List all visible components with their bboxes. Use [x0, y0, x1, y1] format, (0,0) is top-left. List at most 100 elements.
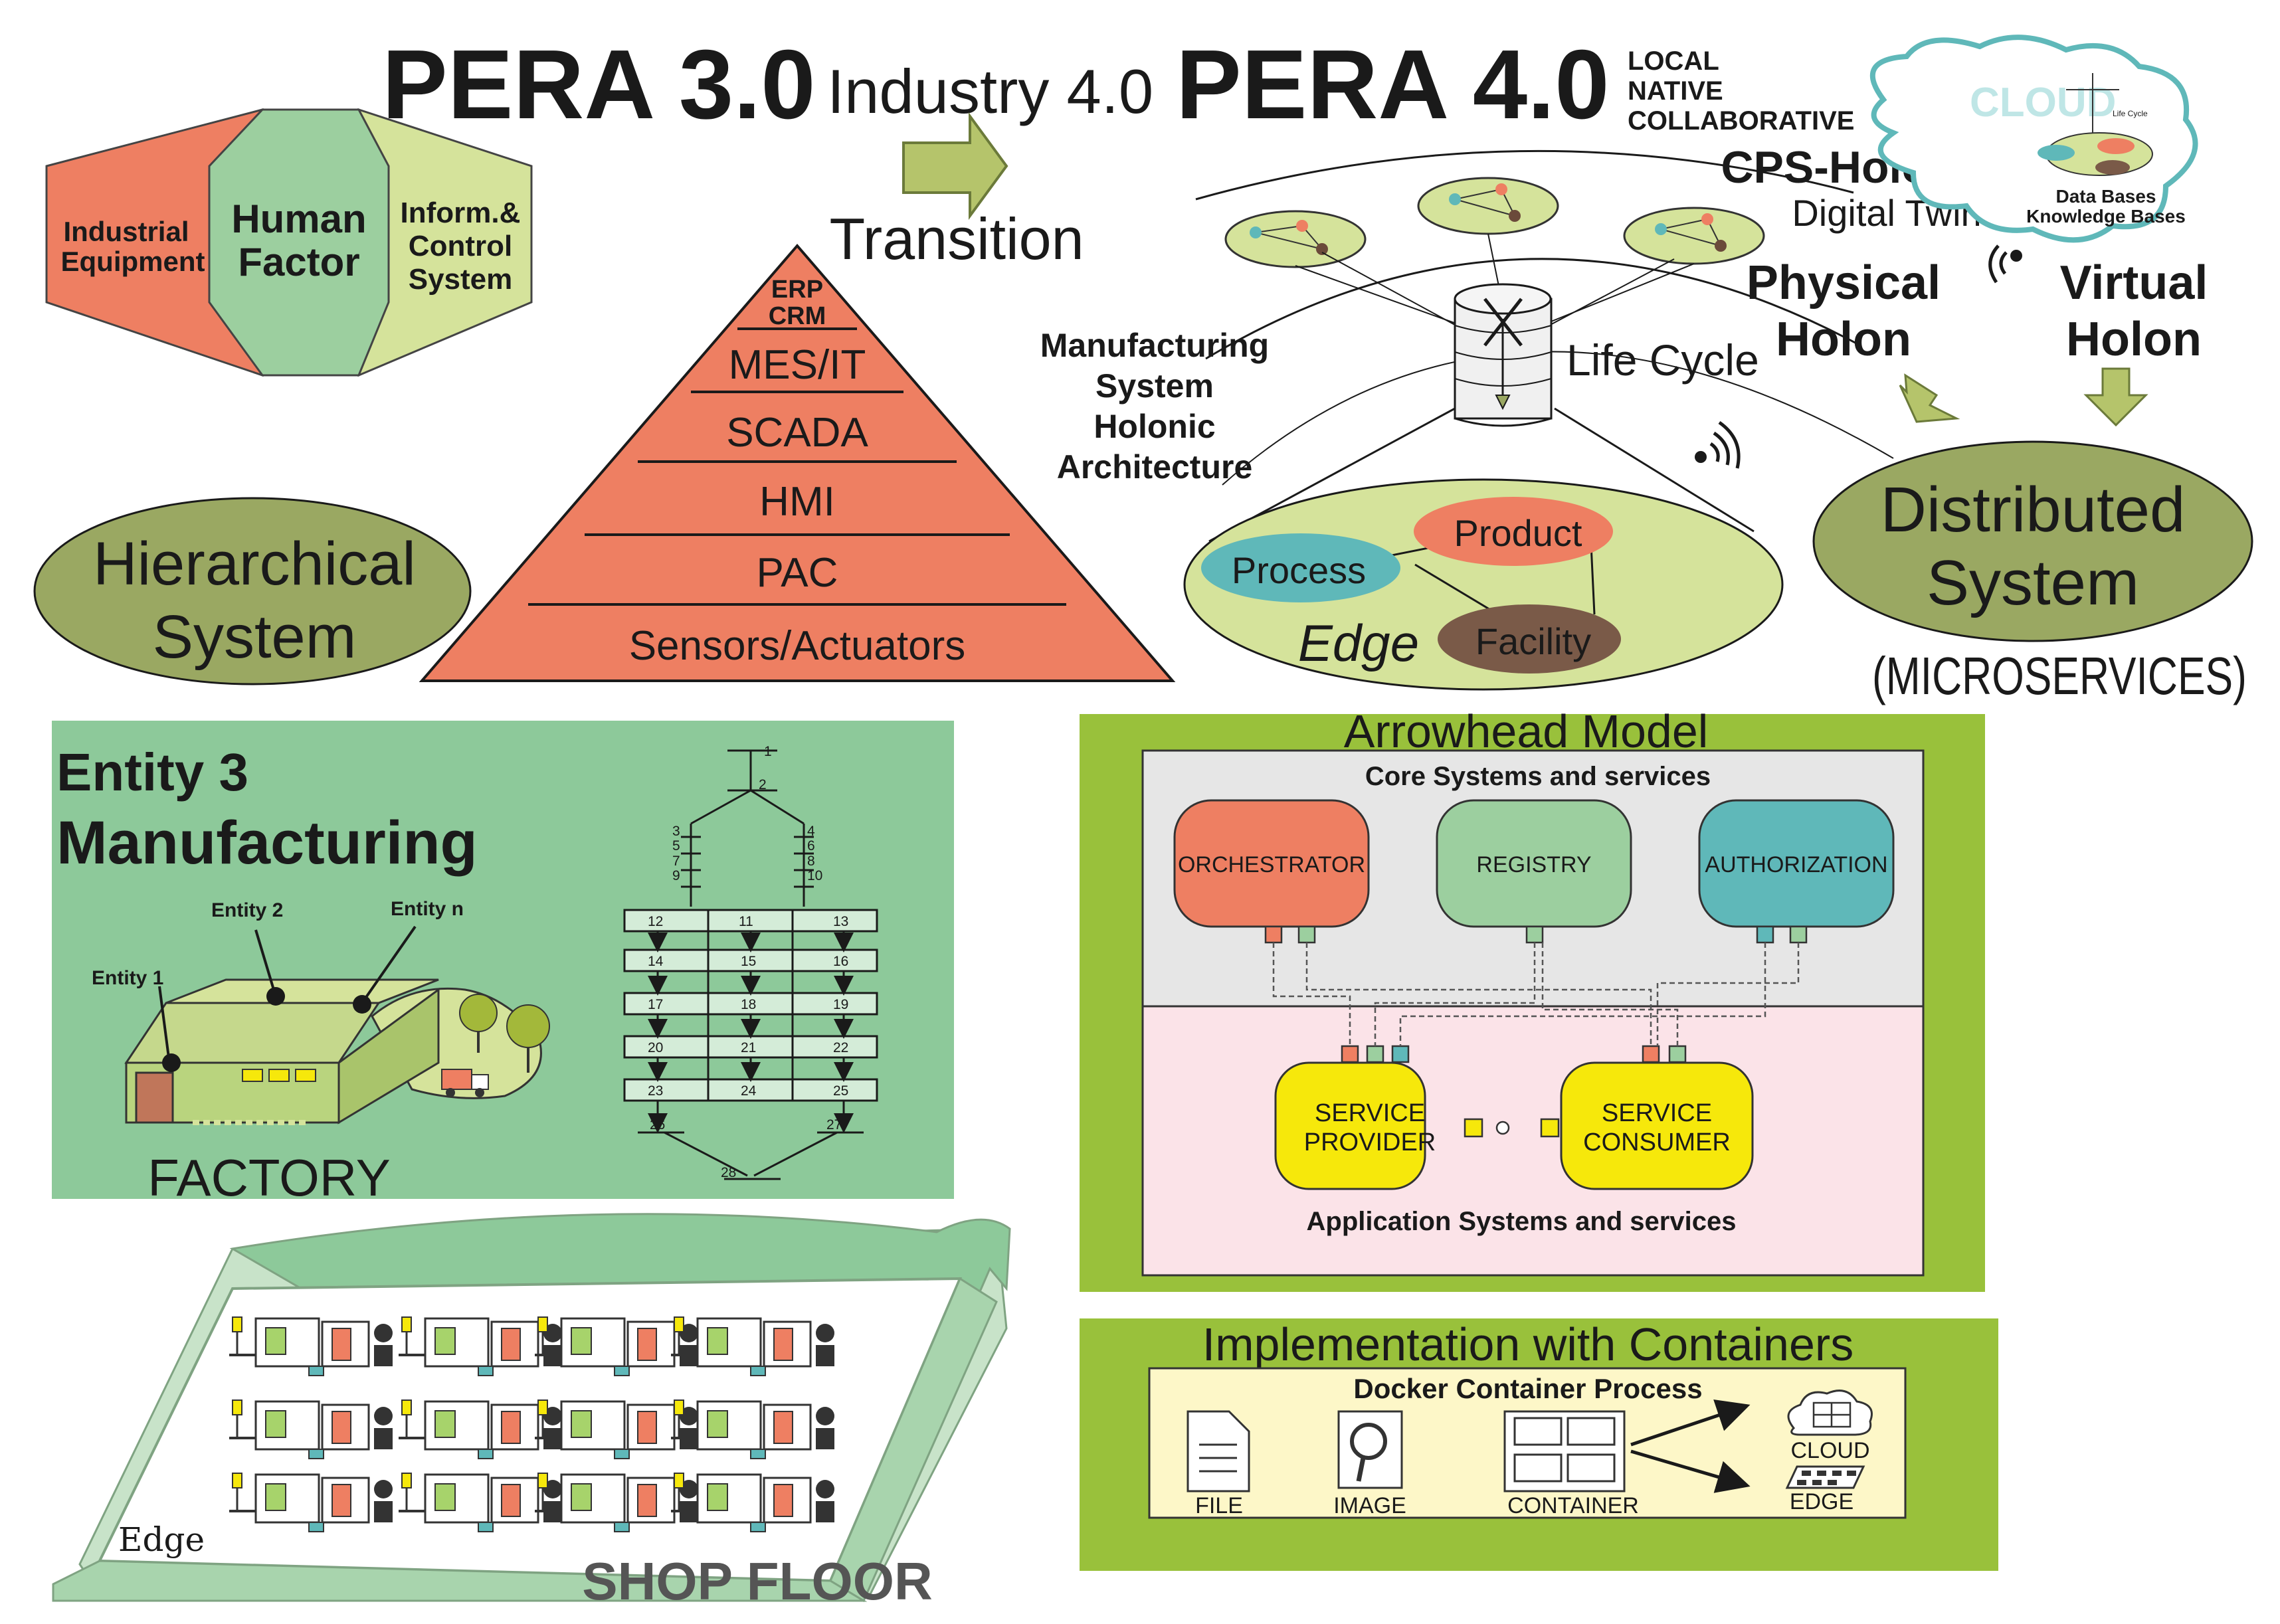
arch-label-3: Holonic [1093, 408, 1215, 445]
inform-label-3: System [409, 263, 513, 296]
industrial-label-1: Industrial [63, 216, 189, 247]
hierarchical-ellipse [33, 497, 472, 685]
machine-cell [535, 1473, 698, 1532]
pyramid: ERP CRM MES/IT SCADA HMI PAC Sensors/Act… [419, 243, 1176, 682]
shop-floor-title: SHOP FLOOR [582, 1552, 932, 1611]
arrowhead-title: Arrowhead Model [1344, 705, 1709, 757]
facility-label: Facility [1475, 620, 1591, 662]
holon-2 [1417, 177, 1559, 235]
industrial-label-2: Equipment [61, 246, 205, 277]
orchestrator-label: ORCHESTRATOR [1178, 852, 1365, 877]
containers-panel: Implementation with Containers Docker Co… [1080, 1318, 1998, 1571]
pyramid-mes: MES/IT [729, 342, 866, 388]
application-systems-area [1141, 1005, 1925, 1277]
pyramid-scada: SCADA [726, 410, 868, 456]
signal-icon [1988, 244, 2022, 284]
virtual-label-1: Virtual [2060, 256, 2208, 310]
arch-label-2: System [1095, 367, 1214, 405]
physical-label-2: Holon [1776, 313, 1911, 366]
microservices-label: (MICROSERVICES) [1872, 647, 2247, 706]
pera4-title: PERA 4.0 [1176, 30, 1610, 139]
industry-label: Industry 4.0 [827, 56, 1153, 126]
process-label: Process [1232, 549, 1366, 591]
network-numbers: 1 2 3 4 5 6 7 8 9 10 11 12 13 14 15 16 1… [648, 744, 848, 1180]
cloud-mini-label: Life Cycle [2113, 109, 2148, 118]
life-cycle-cylinder [1454, 283, 1553, 427]
consumer-label-2: CONSUMER [1583, 1128, 1731, 1156]
cloud-shape: CLOUD Life Cycle Data Bases Knowledge Ba… [1869, 35, 2198, 243]
transition-arrow [902, 112, 1008, 221]
pera3-title: PERA 3.0 [382, 30, 816, 139]
knowledge-bases-label: Knowledge Bases [2026, 206, 2186, 226]
svg-text:24: 24 [741, 1083, 757, 1099]
cloud-icon [1787, 1390, 1873, 1436]
svg-text:20: 20 [648, 1040, 663, 1055]
machine-cell [399, 1316, 562, 1376]
svg-text:28: 28 [721, 1165, 736, 1180]
svg-text:26: 26 [650, 1117, 665, 1132]
holon-3 [1623, 207, 1765, 265]
svg-text:13: 13 [833, 914, 848, 929]
human-factor-hexagon [208, 108, 390, 377]
machine-rows [229, 1316, 834, 1532]
edge-devices-icon [1785, 1465, 1865, 1489]
entity1-label: Entity 1 [92, 967, 163, 989]
application-systems-label: Application Systems and services [1307, 1207, 1737, 1236]
product-label: Product [1454, 512, 1582, 554]
machine-cell [399, 1399, 562, 1459]
process-network [623, 749, 878, 1180]
svg-text:3: 3 [672, 824, 680, 839]
image-label: IMAGE [1333, 1493, 1406, 1518]
provider-label-1: SERVICE [1315, 1099, 1425, 1127]
edge-target-label: EDGE [1790, 1489, 1853, 1514]
machine-cell [229, 1473, 393, 1532]
svg-text:4: 4 [807, 824, 815, 839]
svg-text:18: 18 [741, 997, 756, 1012]
virtual-label-2: Holon [2066, 313, 2202, 366]
inform-label-2: Control [409, 230, 512, 262]
native-label: NATIVE [1628, 76, 1723, 106]
consumer-label-1: SERVICE [1602, 1099, 1712, 1127]
pyramid-erp: ERP [771, 276, 823, 304]
pyramid-pac: PAC [757, 550, 838, 596]
pyramid-sensors: Sensors/Actuators [629, 623, 966, 669]
holon-1 [1224, 210, 1367, 268]
cloud-target-label: CLOUD [1790, 1438, 1869, 1463]
svg-text:22: 22 [833, 1040, 848, 1055]
file-icon [1187, 1410, 1250, 1492]
containers-title: Implementation with Containers [1202, 1318, 1853, 1370]
pyramid-hmi: HMI [759, 479, 835, 525]
holonic-architecture: Manufacturing System Holonic Architectur… [1040, 35, 2253, 706]
distributed-label-1: Distributed [1881, 474, 2186, 545]
human-label-2: Factor [238, 240, 359, 284]
pera3-model: Industrial Equipment Human Factor Inform… [45, 108, 533, 377]
product-node [1414, 497, 1613, 566]
service-provider-box [1274, 1061, 1426, 1190]
process-node [1201, 533, 1400, 602]
svg-text:12: 12 [648, 914, 663, 929]
svg-text:16: 16 [833, 954, 848, 969]
image-icon [1337, 1410, 1403, 1489]
collaborative-label: COLLABORATIVE [1628, 106, 1854, 135]
arrowhead-panel: Arrowhead Model Core Systems and service… [1080, 705, 1985, 1292]
virtual-down-arrow [2083, 367, 2148, 427]
hierarchical-label-2: System [153, 603, 357, 671]
physical-down-arrow [1899, 373, 1960, 423]
life-cycle-label: Life Cycle [1567, 335, 1759, 385]
cloud-label: CLOUD [1970, 80, 2116, 126]
machine-cell [671, 1399, 834, 1459]
header: PERA 3.0 Industry 4.0 PERA 4.0 LOCAL NAT… [382, 30, 1854, 139]
svg-text:25: 25 [833, 1083, 848, 1099]
container-icon [1503, 1410, 1626, 1492]
svg-text:23: 23 [648, 1083, 663, 1099]
transition-label: Transition [829, 206, 1084, 272]
factory-building [124, 925, 550, 1125]
svg-text:9: 9 [672, 868, 680, 883]
svg-text:15: 15 [741, 954, 756, 969]
registry-label: REGISTRY [1476, 852, 1591, 877]
machine-cell [671, 1316, 834, 1376]
svg-text:27: 27 [826, 1117, 842, 1132]
inform-label-1: Inform.& [401, 197, 521, 229]
